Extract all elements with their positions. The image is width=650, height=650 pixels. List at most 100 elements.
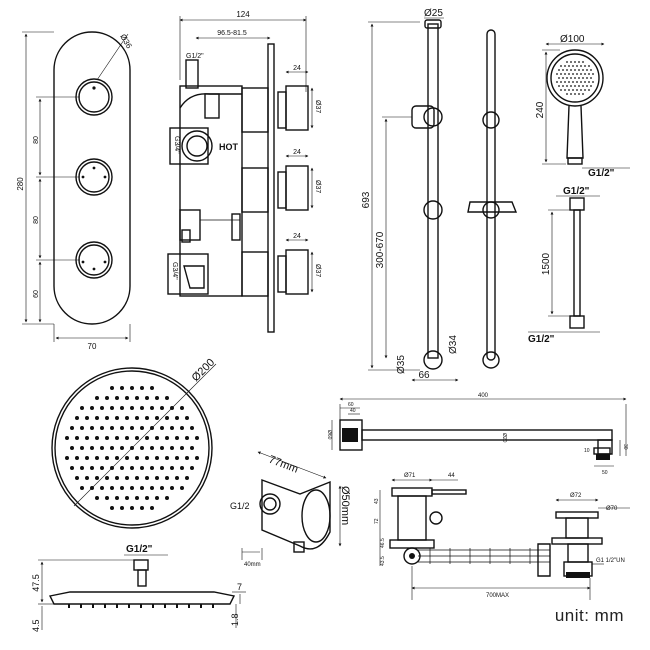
rail-adjust-label: 300-670 [375, 231, 386, 268]
filler-v-465: 46.5 [380, 538, 386, 548]
filler-top-offset: 44 [448, 473, 455, 479]
nozzle-dot [170, 466, 174, 470]
handset-nozzle-dot [558, 77, 560, 79]
knob-depth-1: 24 [293, 65, 301, 72]
handset-nozzle-dot [586, 77, 588, 79]
handset-nozzle-dot [568, 81, 570, 83]
profile-nozzle [212, 604, 214, 608]
nozzle-dot [140, 386, 144, 390]
nozzle-dot [160, 466, 164, 470]
filler-max-label: 700MAX [486, 593, 509, 599]
side-depth-label: 124 [236, 10, 250, 19]
side-inlet-hot: G3/4" [173, 136, 180, 154]
hot-inlet: G3/4" HOT [169, 127, 239, 165]
arm-end-10: 10 [584, 448, 590, 454]
hose-length-label: 1500 [541, 252, 552, 275]
rain-head-diameter: Ø200 [190, 357, 218, 385]
nozzle-dot [145, 436, 149, 440]
handset-nozzle-dot [574, 93, 576, 95]
nozzle-dot [185, 476, 189, 480]
rail-height-label: 693 [361, 191, 372, 208]
nozzle-dot [125, 496, 129, 500]
profile-nozzle [116, 604, 118, 608]
nozzle-dot [95, 416, 99, 420]
nozzle-dot [75, 416, 79, 420]
handset-nozzle-dot [574, 77, 576, 79]
profile-nozzle [80, 604, 82, 608]
valve-side-view: 124 96.5-81.5 G1/2" G3/4" HOT G3/4" [167, 10, 321, 333]
knob-depth-3: 24 [293, 233, 301, 240]
nozzle-dot [180, 466, 184, 470]
nozzle-dot [185, 456, 189, 460]
handset-nozzle-dot [582, 69, 584, 71]
handset-nozzle-dot [584, 65, 586, 67]
knob-depth-2: 24 [293, 149, 301, 156]
panel-diameter-label: Ø36 [118, 33, 134, 51]
panel-height-label: 280 [16, 177, 25, 191]
handset-nozzle-dot [576, 65, 578, 67]
nozzle-dot [85, 416, 89, 420]
profile-edge-label: 1.8 [230, 613, 240, 626]
nozzle-dot [160, 486, 164, 490]
outlet-width-label: 77mm [267, 454, 300, 476]
nozzle-dot [130, 506, 134, 510]
nozzle-dot [140, 506, 144, 510]
profile-nozzle [164, 604, 166, 608]
nozzle-dot [130, 466, 134, 470]
hand-shower: Ø100 240 G1/2" [535, 34, 630, 179]
nozzle-dot [160, 426, 164, 430]
nozzle-dot [65, 456, 69, 460]
handset-nozzle-dot [560, 73, 562, 75]
waste-dia-label: Ø72 [570, 493, 582, 499]
nozzle-dot [105, 416, 109, 420]
outlet-thread-label: G1/2 [230, 501, 250, 511]
handset-nozzle-dot [576, 81, 578, 83]
panel-spacing-3: 60 [33, 290, 40, 298]
nozzle-dot [105, 496, 109, 500]
knob-dia-1: Ø37 [314, 100, 321, 113]
rail-side-view [467, 29, 518, 369]
nozzle-dot [115, 436, 119, 440]
nozzle-dot [75, 476, 79, 480]
nozzle-dot [70, 426, 74, 430]
nozzle-dot [115, 416, 119, 420]
handset-nozzle-dot [574, 85, 576, 87]
handset-nozzle-dot [572, 73, 574, 75]
nozzle-dot [110, 506, 114, 510]
nozzle-dot [175, 436, 179, 440]
side-knob-2: 24 Ø37 [241, 149, 321, 213]
nozzle-dot [70, 446, 74, 450]
profile-nozzle [200, 604, 202, 608]
side-inlet-cold: G3/4" [171, 262, 178, 280]
profile-nozzle [140, 604, 142, 608]
nozzle-dot [120, 426, 124, 430]
nozzle-dot [120, 386, 124, 390]
nozzle-dot [100, 466, 104, 470]
profile-nozzle [68, 604, 70, 608]
handset-nozzle-dot [558, 85, 560, 87]
nozzle-dot [120, 506, 124, 510]
nozzle-dot [75, 436, 79, 440]
nozzle-dot [190, 446, 194, 450]
nozzle-dot [110, 426, 114, 430]
handset-nozzle-dot [582, 93, 584, 95]
filler-v-435: 43.5 [380, 556, 386, 566]
nozzle-dot [135, 436, 139, 440]
handset-nozzle-dot [578, 69, 580, 71]
handset-nozzle-dot [570, 85, 572, 87]
nozzle-dot [150, 406, 154, 410]
nozzle-dot [145, 496, 149, 500]
valve-knob-middle [75, 158, 113, 196]
side-inlet-top: G1/2" [186, 53, 204, 60]
handset-nozzle-dot [580, 89, 582, 91]
nozzle-dot [170, 426, 174, 430]
profile-nozzle [176, 604, 178, 608]
rail-top-dia: Ø25 [424, 8, 443, 19]
nozzle-dot [110, 406, 114, 410]
handset-nozzle-dot [582, 85, 584, 87]
nozzle-dot [150, 466, 154, 470]
nozzle-dot [140, 466, 144, 470]
nozzle-dot [105, 456, 109, 460]
nozzle-dot [135, 476, 139, 480]
nozzle-dot [165, 416, 169, 420]
